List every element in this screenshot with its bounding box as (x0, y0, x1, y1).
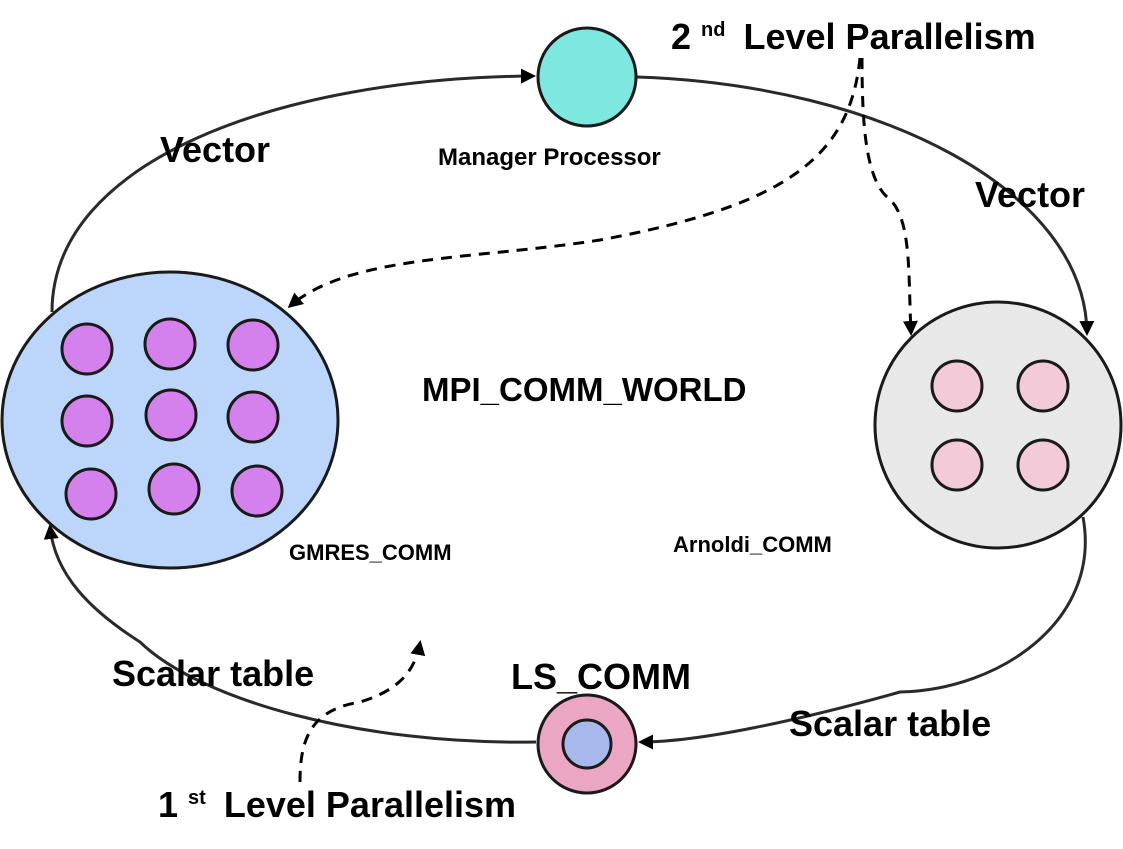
manager-processor-label: Manager Processor (438, 144, 661, 171)
second-level-parallelism-label: 2 nd Level Parallelism (671, 3, 1036, 57)
level2-superscript: nd (701, 19, 725, 41)
scalar-table-label-right: Scalar table (789, 703, 991, 744)
first-level-parallelism-label: 1 st Level Parallelism (158, 771, 516, 825)
level2-arrow-to-gmres (287, 57, 862, 308)
level2-number: 2 (671, 16, 691, 57)
level1-superscript: st (188, 787, 206, 809)
flow-arc-arnoldi-to-ls (638, 516, 1087, 750)
flow-arc-gmres-to-manager (50, 68, 536, 313)
level1-number: 1 (158, 784, 178, 825)
arnoldi-processor (930, 359, 984, 413)
arnoldi-processor (1016, 359, 1070, 413)
gmres-processor (147, 462, 201, 516)
ls-comm-inner-circle (561, 718, 613, 770)
mpi-comm-world-label: MPI_COMM_WORLD (422, 371, 747, 408)
vector-label-right: Vector (975, 174, 1085, 215)
gmres-processor (144, 388, 198, 442)
flow-arc-manager-to-arnoldi (636, 75, 1095, 336)
gmres-processor (143, 317, 197, 371)
level2-text: Level Parallelism (744, 16, 1036, 57)
level1-text: Level Parallelism (224, 784, 516, 825)
flow-arc-ls-to-gmres (43, 524, 537, 744)
gmres-processor (230, 464, 284, 518)
ls-comm-group (536, 693, 638, 795)
gmres-comm-group (0, 270, 340, 570)
gmres-comm-label: GMRES_COMM (289, 540, 452, 565)
gmres-processor (226, 318, 280, 372)
gmres-processor (64, 467, 118, 521)
arnoldi-comm-group (873, 300, 1123, 550)
arnoldi-comm-label: Arnoldi_COMM (673, 532, 832, 557)
gmres-processor (226, 390, 280, 444)
arnoldi-comm-circle (873, 300, 1123, 550)
ls-comm-label: LS_COMM (511, 656, 691, 697)
gmres-processor (60, 322, 114, 376)
arnoldi-processor (930, 438, 984, 492)
level2-arrow-to-arnoldi (860, 57, 918, 336)
manager-processor-node (536, 26, 638, 128)
gmres-processor (60, 394, 114, 448)
arnoldi-processor (1016, 438, 1070, 492)
level1-arrow-to-world (298, 640, 426, 783)
scalar-table-label-left: Scalar table (112, 653, 314, 694)
vector-label-left: Vector (160, 129, 270, 170)
